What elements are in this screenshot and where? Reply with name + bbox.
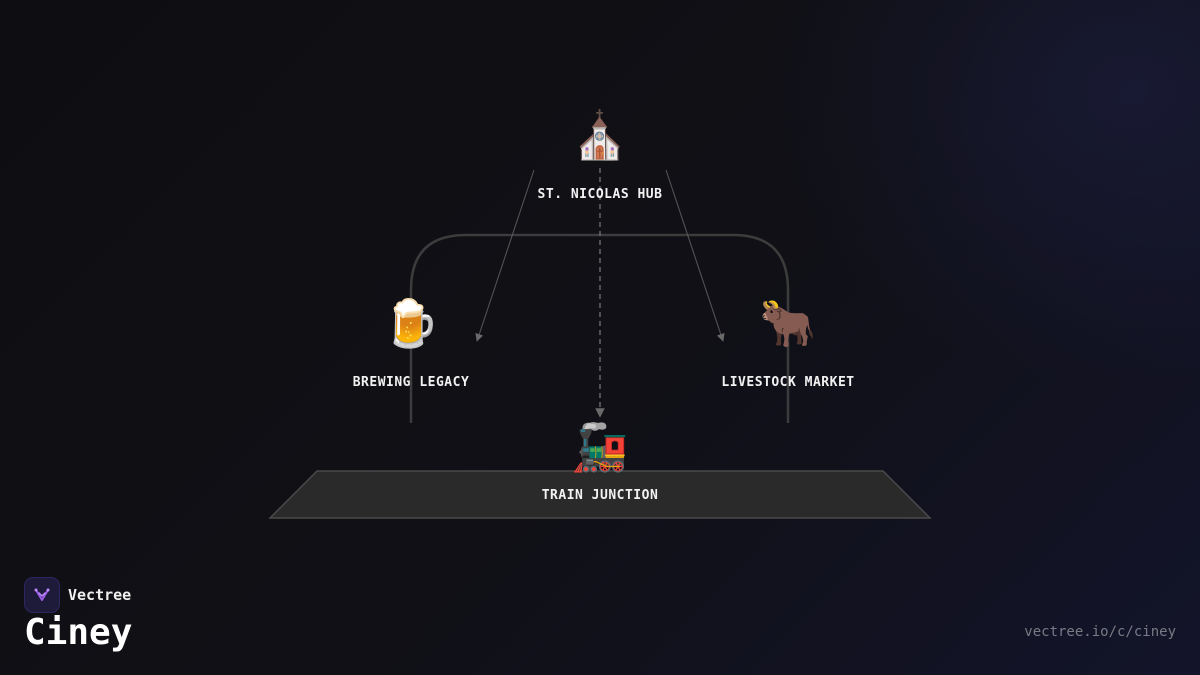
edge-hub-livestock <box>665 169 725 342</box>
site-url[interactable]: vectree.io/c/ciney <box>1024 624 1176 640</box>
node-label-junction: TRAIN JUNCTION <box>541 488 659 503</box>
vectree-logo-icon <box>24 577 60 613</box>
node-label-livestock: LIVESTOCK MARKET <box>721 375 855 390</box>
brand: Vectree <box>24 577 131 613</box>
node-label-hub: ST. NICOLAS HUB <box>537 187 663 202</box>
page-title: Ciney <box>24 612 133 653</box>
church-icon: ⛪ <box>571 108 629 162</box>
locomotive-icon: 🚂 <box>571 420 629 474</box>
node-label-brewing: BREWING LEGACY <box>352 375 470 390</box>
beer-mug-icon: 🍺 <box>382 296 440 350</box>
brand-name: Vectree <box>68 586 132 604</box>
edge-hub-brewing <box>475 169 535 342</box>
ox-icon: 🐂 <box>759 296 817 350</box>
junction-platform <box>268 470 932 519</box>
